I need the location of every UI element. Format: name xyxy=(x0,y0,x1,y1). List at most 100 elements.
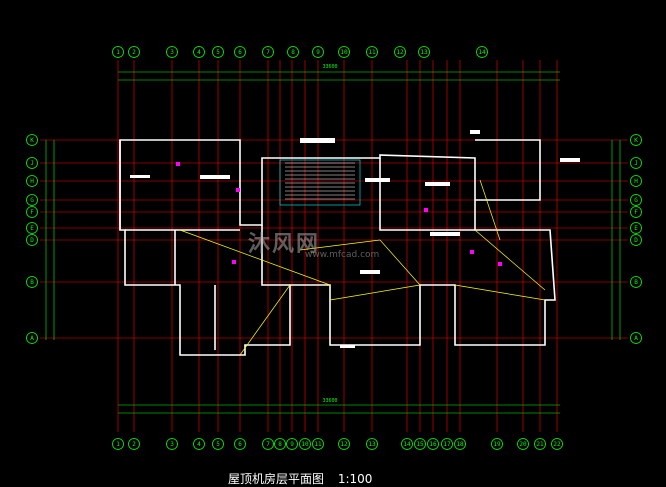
axis-bubble-circle xyxy=(551,438,563,450)
slope-line-1 xyxy=(179,229,331,286)
axis-bubble-circle xyxy=(394,46,406,58)
axis-bubble-label: 1 xyxy=(116,49,120,56)
axis-bubble-label: 6 xyxy=(238,49,242,56)
axis-bubble-label: 13 xyxy=(420,49,428,56)
bottom-axis-bubble: 8 xyxy=(274,438,286,450)
bottom-axis-bubble: 2 xyxy=(128,438,140,450)
axis-bubble-circle xyxy=(26,157,38,169)
top-axis-bubble: 6 xyxy=(234,46,246,58)
axis-bubble-label: 11 xyxy=(368,49,376,56)
axis-bubble-circle xyxy=(299,438,311,450)
axis-bubble-label: A xyxy=(634,335,638,342)
bottom-axis-bubble: 18 xyxy=(454,438,466,450)
watermark-text: 沐风网 xyxy=(248,232,321,257)
axis-bubble-circle xyxy=(366,46,378,58)
axis-bubble-label: 5 xyxy=(216,441,220,448)
drawing-scale: 1:100 xyxy=(337,472,373,486)
axis-bubble-circle xyxy=(287,46,299,58)
marker-square xyxy=(470,250,474,254)
bottom-axis-bubble: 15 xyxy=(414,438,426,450)
roof-slope-lines xyxy=(179,179,546,356)
axis-bubble-label: 19 xyxy=(493,441,501,448)
axis-bubble-label: 12 xyxy=(340,441,348,448)
slope-line-2 xyxy=(239,284,291,356)
axis-bubble-circle xyxy=(262,438,274,450)
top-axis-bubble: 1 xyxy=(112,46,124,58)
bottom-axis-bubble: 22 xyxy=(551,438,563,450)
axis-bubble-circle xyxy=(26,234,38,246)
axis-bubble-label: 10 xyxy=(340,49,348,56)
axis-bubble-circle xyxy=(26,206,38,218)
label-block xyxy=(430,232,460,236)
axis-bubble-label: 12 xyxy=(396,49,404,56)
axis-bubble-circle xyxy=(212,438,224,450)
axis-bubble-label: D xyxy=(634,237,638,244)
axis-bubble-label: 10 xyxy=(301,441,309,448)
slope-line-5 xyxy=(474,229,546,291)
drawing-title: 屋顶机房层平面图 xyxy=(228,472,325,486)
axis-bubble-label: 1 xyxy=(116,441,120,448)
label-block xyxy=(300,138,335,143)
watermark-url: www.mfcad.com xyxy=(305,250,380,260)
axis-bubble-label: K xyxy=(30,137,34,144)
axis-bubble-circle xyxy=(274,438,286,450)
left-axis-bubble: E xyxy=(26,222,38,234)
axis-bubble-circle xyxy=(534,438,546,450)
top-axis-bubble: 4 xyxy=(193,46,205,58)
axis-bubble-circle xyxy=(262,46,274,58)
inner-wall-6 xyxy=(475,139,541,201)
left-axis-bubble: A xyxy=(26,332,38,344)
label-block xyxy=(200,175,230,179)
axis-bubble-label: F xyxy=(634,209,638,216)
axis-bubble-circle xyxy=(128,46,140,58)
axis-bubble-circle xyxy=(630,134,642,146)
top-axis-bubble: 8 xyxy=(287,46,299,58)
axis-bubble-label: A xyxy=(30,335,34,342)
top-axis-bubble: 12 xyxy=(394,46,406,58)
bottom-axis-bubble: 10 xyxy=(299,438,311,450)
axis-bubble-circle xyxy=(491,438,503,450)
left-axis-bubble: F xyxy=(26,206,38,218)
drawing-title-block: 屋顶机房层平面图 1:100 xyxy=(228,470,382,487)
top-overall-dimension: 33600 xyxy=(322,64,337,70)
axis-bubble-circle xyxy=(212,46,224,58)
bottom-axis-bubble: 19 xyxy=(491,438,503,450)
right-axis-bubble: H xyxy=(630,175,642,187)
axis-bubble-label: 2 xyxy=(132,49,136,56)
axis-bubble-label: G xyxy=(634,197,638,204)
axis-bubble-label: F xyxy=(30,209,34,216)
axis-bubble-circle xyxy=(630,222,642,234)
inner-wall-5 xyxy=(379,158,475,231)
axis-bubble-circle xyxy=(166,438,178,450)
axis-bubble-label: 14 xyxy=(478,49,486,56)
label-block xyxy=(340,345,355,348)
axis-bubble-circle xyxy=(630,175,642,187)
axis-bubble-circle xyxy=(234,46,246,58)
axis-bubble-label: 7 xyxy=(266,441,270,448)
axis-bubble-label: 18 xyxy=(456,441,464,448)
label-block xyxy=(365,178,390,182)
axis-bubble-circle xyxy=(312,438,324,450)
axis-bubble-label: J xyxy=(634,160,638,167)
axis-bubble-label: 4 xyxy=(197,49,201,56)
axis-bubble-label: 14 xyxy=(403,441,411,448)
bottom-axis-bubble: 5 xyxy=(212,438,224,450)
top-axis-bubble: 2 xyxy=(128,46,140,58)
bottom-axis-bubble: 7 xyxy=(262,438,274,450)
right-axis-bubble: D xyxy=(630,234,642,246)
bottom-axis-bubble: 3 xyxy=(166,438,178,450)
axis-bubble-circle xyxy=(166,46,178,58)
axis-bubble-circle xyxy=(401,438,413,450)
axis-bubble-circle xyxy=(112,46,124,58)
bottom-axis-bubble: 17 xyxy=(441,438,453,450)
top-axis-bubble: 11 xyxy=(366,46,378,58)
right-axis-bubble: E xyxy=(630,222,642,234)
marker-square xyxy=(498,262,502,266)
bottom-axis-bubble: 13 xyxy=(366,438,378,450)
axis-bubble-circle xyxy=(193,438,205,450)
axis-bubble-circle xyxy=(193,46,205,58)
right-axis-bubble: K xyxy=(630,134,642,146)
